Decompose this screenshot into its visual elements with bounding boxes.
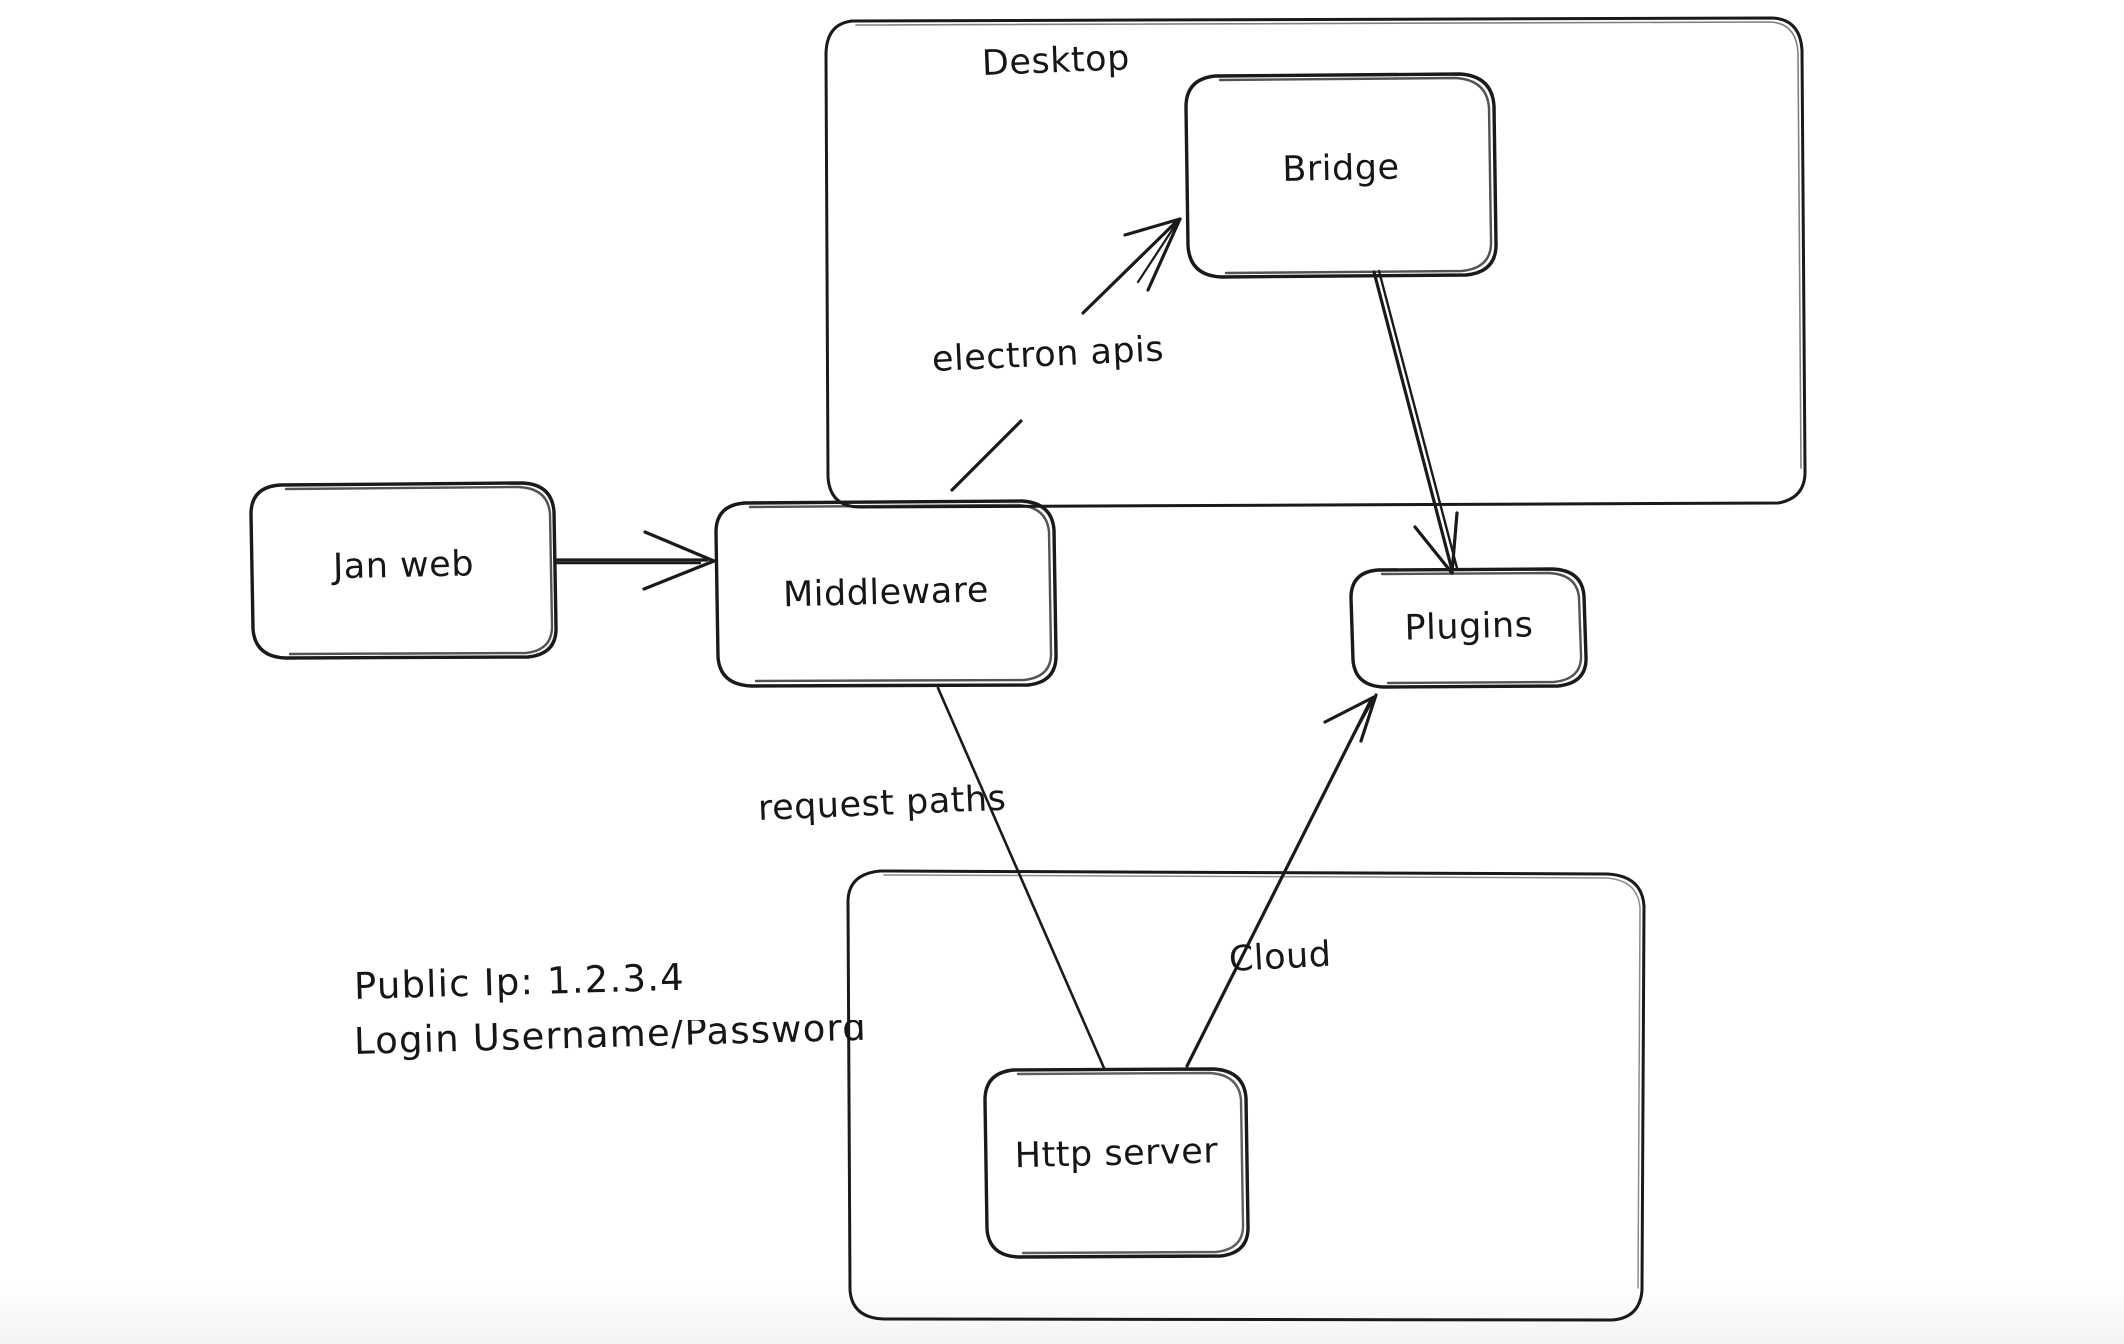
note-login-credentials: Login Username/Password (353, 1020, 868, 1063)
node-label-middleware[interactable]: Middleware (782, 570, 990, 616)
node-http-server-outline (983, 1067, 1250, 1259)
node-label-plugins[interactable]: Plugins (1404, 605, 1534, 649)
node-bridge-outline (1184, 72, 1498, 279)
note-login-clip: Login Username/Password (352, 1020, 868, 1084)
node-middleware-outline (714, 499, 1058, 688)
node-jan-web-outline (249, 481, 558, 660)
node-label-jan-web[interactable]: Jan web (332, 544, 475, 588)
group-label-cloud: Cloud (1227, 934, 1333, 980)
edge-middleware-to-http-server (936, 686, 1106, 1070)
group-desktop-outline (824, 16, 1807, 509)
edge-bridge-to-plugins (1372, 269, 1459, 575)
node-plugins-outline (1349, 567, 1588, 689)
edge-jan-web-to-middleware (554, 530, 716, 591)
node-label-http-server[interactable]: Http server (1014, 1131, 1219, 1177)
edge-http-server-to-plugins (1185, 693, 1378, 1068)
edge-middleware-to-bridge (950, 217, 1182, 492)
group-label-desktop: Desktop (981, 38, 1131, 84)
group-cloud-outline (846, 869, 1646, 1322)
node-label-bridge[interactable]: Bridge (1282, 147, 1400, 190)
